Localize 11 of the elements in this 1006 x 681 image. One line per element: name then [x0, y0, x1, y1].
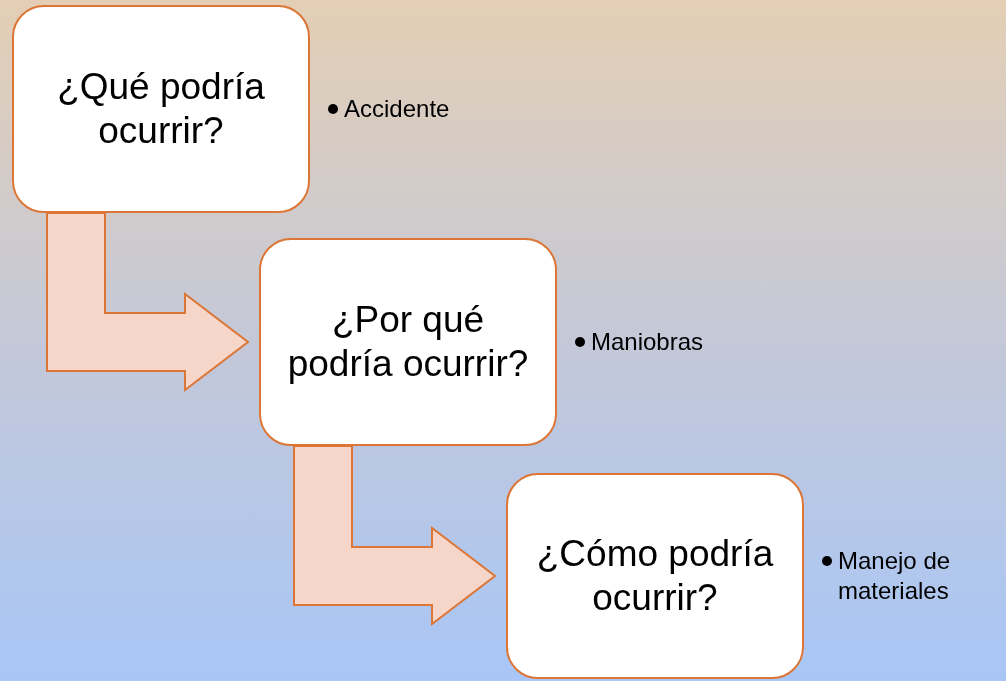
question-text: ¿Por qué podría ocurrir?: [286, 297, 530, 386]
bullet-text: Maniobras: [591, 327, 704, 357]
question-box: [12, 5, 310, 213]
question-text: ¿Qué podría ocurrir?: [56, 64, 266, 153]
question-box: [259, 238, 557, 446]
question-box: [506, 473, 804, 679]
question-text: ¿Cómo podría ocurrir?: [535, 531, 775, 620]
bent-block-arrow: [46, 212, 250, 392]
bullet-text: Accidente: [344, 94, 450, 124]
bullet-text: Manejo de materiales: [838, 546, 952, 606]
bent-block-arrow: [293, 445, 497, 626]
